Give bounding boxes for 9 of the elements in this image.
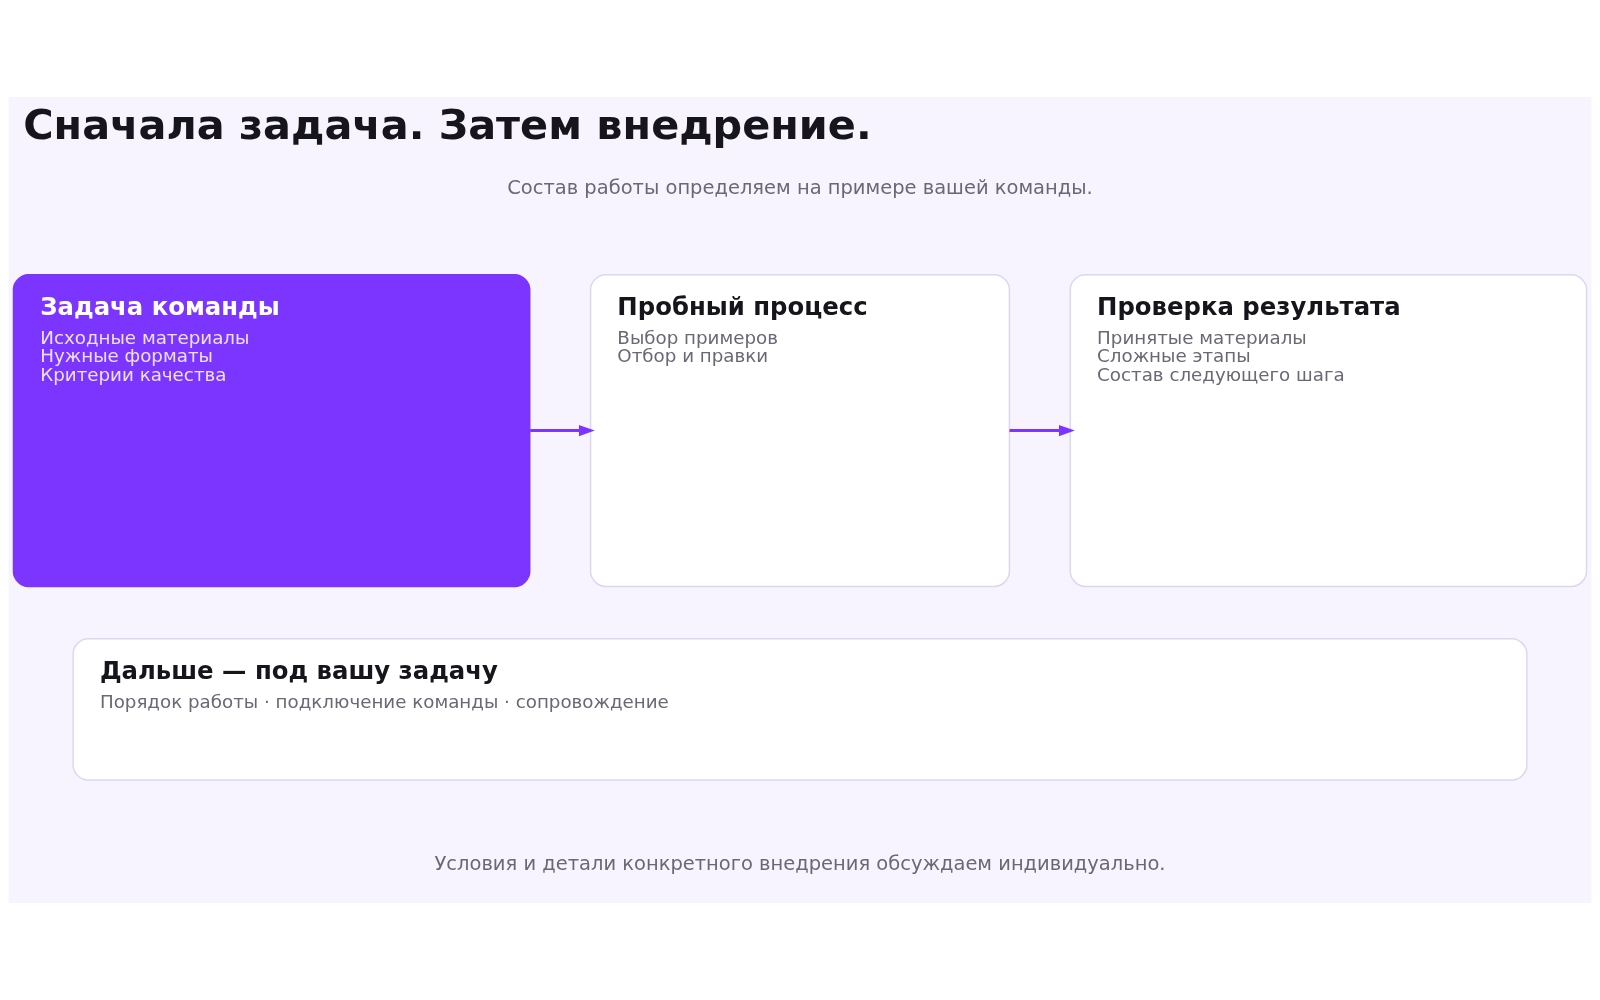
node-box: Пробный процесс Выбор примеров Отбор и правки xyxy=(589,274,1011,588)
node-box: Задача команды Исходные материалы Нужные форматы Критерии качества xyxy=(12,274,531,588)
arrow xyxy=(530,425,595,437)
node-box: Проверка результата Принятые материалы Сложные этапы Состав следующего шага xyxy=(1069,274,1588,588)
arrow xyxy=(1009,425,1075,437)
label: Условия и детали конкретного внедрения обсуждаем индивидуально. xyxy=(434,851,1166,875)
diagram-title: Сначала задача. Затем внедрение. xyxy=(23,100,872,149)
node-box: Дальше — под вашу задачу Порядок работы · подключение команды · сопровождение xyxy=(72,638,1528,781)
label: Состав работы определяем на примере вашей команды. xyxy=(507,176,1093,200)
